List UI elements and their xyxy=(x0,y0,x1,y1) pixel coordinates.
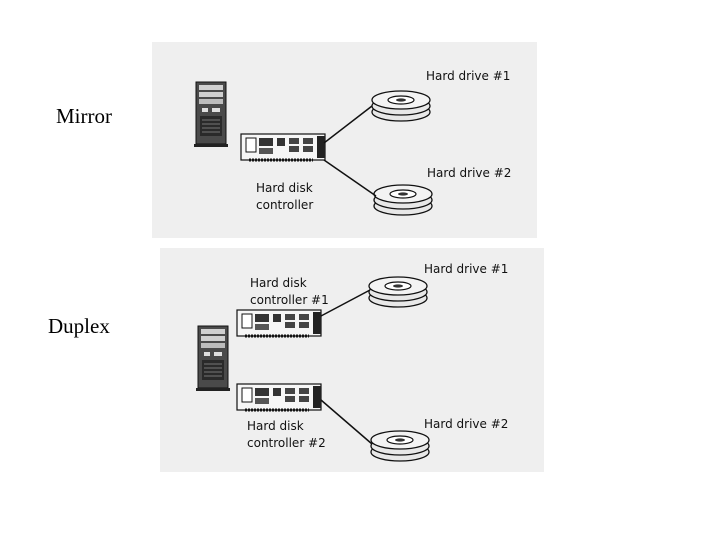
disk-drive-icon xyxy=(370,430,430,462)
duplex-controller2-label: Hard disk controller #2 xyxy=(247,418,326,452)
cable-line xyxy=(323,159,377,197)
controller-card-icon xyxy=(235,308,323,338)
cable-line xyxy=(320,289,371,317)
server-icon xyxy=(193,81,229,148)
controller-card-icon xyxy=(239,132,327,162)
mirror-controller-label-line2: controller xyxy=(256,198,314,212)
controller-card-icon xyxy=(235,382,323,412)
duplex-controller1-label-line1: Hard disk xyxy=(250,276,307,290)
mirror-controller-label: Hard disk controller xyxy=(256,180,313,214)
disk-drive-icon xyxy=(368,276,428,308)
disk-drive-icon xyxy=(371,90,431,122)
mirror-label: Mirror xyxy=(56,104,112,128)
duplex-controller2-label-line1: Hard disk xyxy=(247,419,304,433)
duplex-drive1-label: Hard drive #1 xyxy=(424,262,509,276)
mirror-controller-label-line1: Hard disk xyxy=(256,181,313,195)
mirror-drive1-label: Hard drive #1 xyxy=(426,69,511,83)
duplex-controller2-label-line2: controller #2 xyxy=(247,436,326,450)
mirror-drive2-label: Hard drive #2 xyxy=(427,166,512,180)
cable-line xyxy=(320,399,373,445)
cable-line xyxy=(323,105,373,144)
duplex-controller1-label: Hard disk controller #1 xyxy=(250,275,329,309)
server-icon xyxy=(195,325,231,392)
duplex-label: Duplex xyxy=(48,314,110,338)
duplex-controller1-label-line2: controller #1 xyxy=(250,293,329,307)
disk-drive-icon xyxy=(373,184,433,216)
duplex-drive2-label: Hard drive #2 xyxy=(424,417,509,431)
